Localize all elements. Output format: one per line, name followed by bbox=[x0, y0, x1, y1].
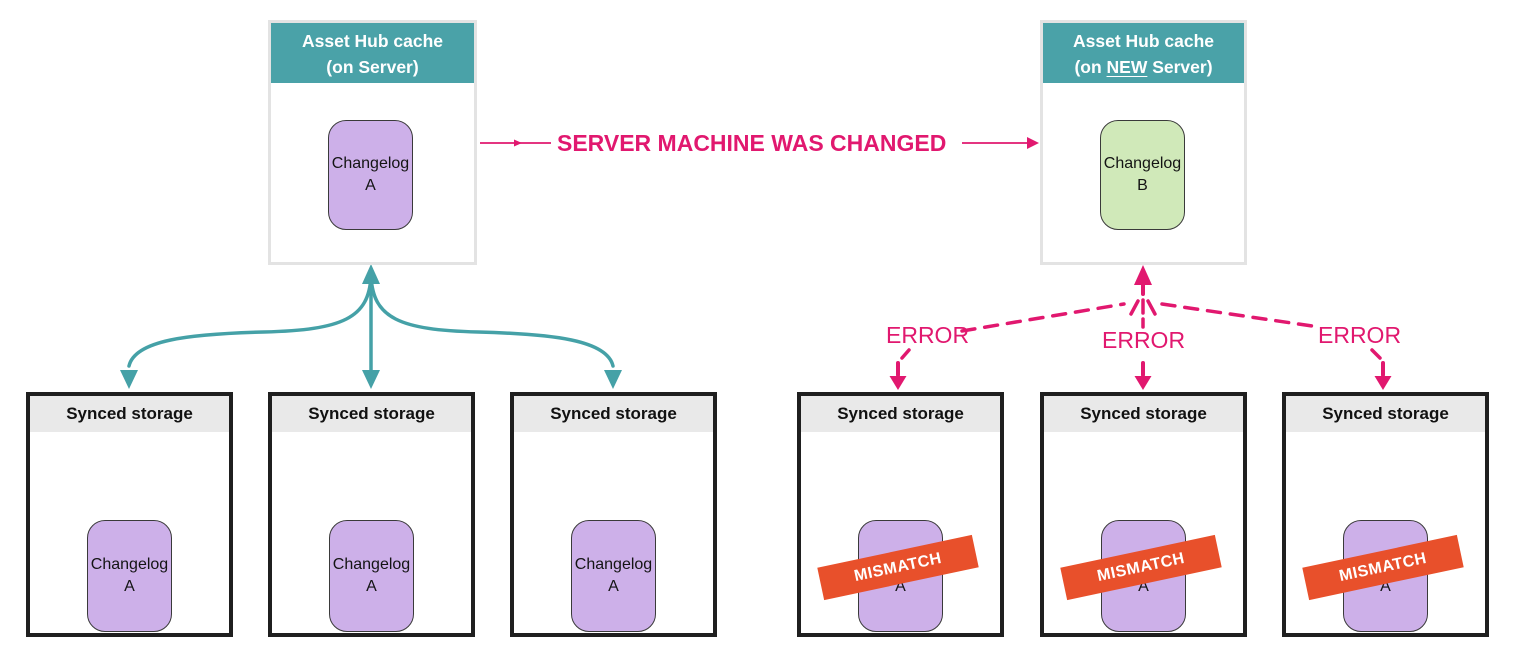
error-chevron-left-dash bbox=[1129, 299, 1140, 316]
error-dashed-line-left bbox=[960, 302, 1126, 333]
synced-storage-box-5: Synced storage Changelog A MISMATCH bbox=[1040, 392, 1247, 637]
connector-arrowhead-icon bbox=[1027, 137, 1039, 149]
hub-title-prefix: (on bbox=[1074, 57, 1107, 78]
sync-arrowhead-up-icon bbox=[362, 264, 380, 284]
changelog-version: A bbox=[1138, 578, 1149, 595]
changelog-version: A bbox=[1380, 578, 1391, 595]
changelog-version: A bbox=[124, 578, 135, 595]
synced-storage-box-2: Synced storage Changelog A bbox=[268, 392, 475, 637]
connector-mid-arrowhead-icon bbox=[514, 139, 522, 147]
synced-storage-box-4: Synced storage Changelog A MISMATCH bbox=[797, 392, 1004, 637]
error-arrowhead-down-left-icon bbox=[889, 376, 907, 390]
asset-hub-old-body: Changelog A bbox=[271, 83, 474, 262]
error-arrowhead-up-icon bbox=[1134, 265, 1152, 285]
storage-body: Changelog A MISMATCH bbox=[801, 432, 1000, 633]
synced-storage-box-1: Synced storage Changelog A bbox=[26, 392, 233, 637]
error-label-middle: ERROR bbox=[1102, 327, 1186, 353]
changelog-a-chip: Changelog A bbox=[571, 520, 656, 632]
hub-title-suffix: Server) bbox=[1147, 57, 1213, 78]
error-label-right: ERROR bbox=[1318, 322, 1402, 348]
storage-body: Changelog A MISMATCH bbox=[1044, 432, 1243, 633]
hub-title-line1: Asset Hub cache bbox=[1072, 31, 1215, 51]
storage-header: Synced storage bbox=[514, 396, 713, 432]
changelog-version: A bbox=[895, 578, 906, 595]
synced-storage-box-3: Synced storage Changelog A bbox=[510, 392, 717, 637]
error-arrowhead-down-right-icon bbox=[1374, 376, 1392, 390]
changelog-label: Changelog bbox=[574, 555, 653, 573]
error-label-left: ERROR bbox=[886, 322, 970, 348]
storage-body: Changelog A bbox=[30, 432, 229, 633]
hub-title-new-underlined: NEW bbox=[1106, 57, 1148, 78]
error-dashed-line-right bbox=[1160, 302, 1314, 328]
sync-arrow-left-curve bbox=[127, 274, 373, 368]
hub-title-line1: Asset Hub cache bbox=[301, 31, 444, 51]
error-tick-left bbox=[900, 348, 911, 360]
sync-arrow-right-curve bbox=[369, 274, 615, 368]
asset-hub-new-server-box: Asset Hub cache (on NEW Server) Changelo… bbox=[1040, 20, 1247, 265]
changelog-version: A bbox=[366, 578, 377, 595]
changelog-label: Changelog bbox=[90, 555, 169, 573]
storage-header: Synced storage bbox=[30, 396, 229, 432]
hub-title-line2: (on NEW Server) bbox=[1043, 54, 1244, 80]
asset-hub-old-header: Asset Hub cache (on Server) bbox=[271, 23, 474, 83]
changelog-b-chip: Changelog B bbox=[1100, 120, 1185, 230]
hub-title-line2: (on Server) bbox=[326, 57, 419, 78]
changelog-version: B bbox=[1137, 177, 1148, 194]
changelog-version: A bbox=[365, 177, 376, 194]
changelog-label: Changelog bbox=[331, 154, 410, 172]
error-tick-right bbox=[1370, 348, 1382, 360]
changelog-label: Changelog bbox=[332, 555, 411, 573]
error-chevron-right-dash bbox=[1146, 299, 1157, 316]
storage-header: Synced storage bbox=[1286, 396, 1485, 432]
changelog-label: Changelog bbox=[1103, 154, 1182, 172]
server-changed-label: SERVER MACHINE WAS CHANGED bbox=[557, 130, 947, 156]
changelog-a-chip: Changelog A bbox=[329, 520, 414, 632]
changelog-a-chip: Changelog A bbox=[87, 520, 172, 632]
storage-header: Synced storage bbox=[801, 396, 1000, 432]
storage-body: Changelog A bbox=[272, 432, 471, 633]
changelog-version: A bbox=[608, 578, 619, 595]
asset-hub-new-header: Asset Hub cache (on NEW Server) bbox=[1043, 23, 1244, 83]
storage-body: Changelog A bbox=[514, 432, 713, 633]
changelog-a-chip: Changelog A bbox=[328, 120, 413, 230]
sync-arrowhead-down-right-icon bbox=[604, 370, 622, 389]
sync-arrowhead-down-middle-icon bbox=[362, 370, 380, 389]
asset-hub-old-server-box: Asset Hub cache (on Server) Changelog A bbox=[268, 20, 477, 265]
storage-header: Synced storage bbox=[1044, 396, 1243, 432]
storage-header: Synced storage bbox=[272, 396, 471, 432]
storage-body: Changelog A MISMATCH bbox=[1286, 432, 1485, 633]
synced-storage-box-6: Synced storage Changelog A MISMATCH bbox=[1282, 392, 1489, 637]
sync-arrowhead-down-left-icon bbox=[120, 370, 138, 389]
asset-hub-new-body: Changelog B bbox=[1043, 83, 1244, 262]
error-arrowhead-down-middle-icon bbox=[1134, 376, 1152, 390]
